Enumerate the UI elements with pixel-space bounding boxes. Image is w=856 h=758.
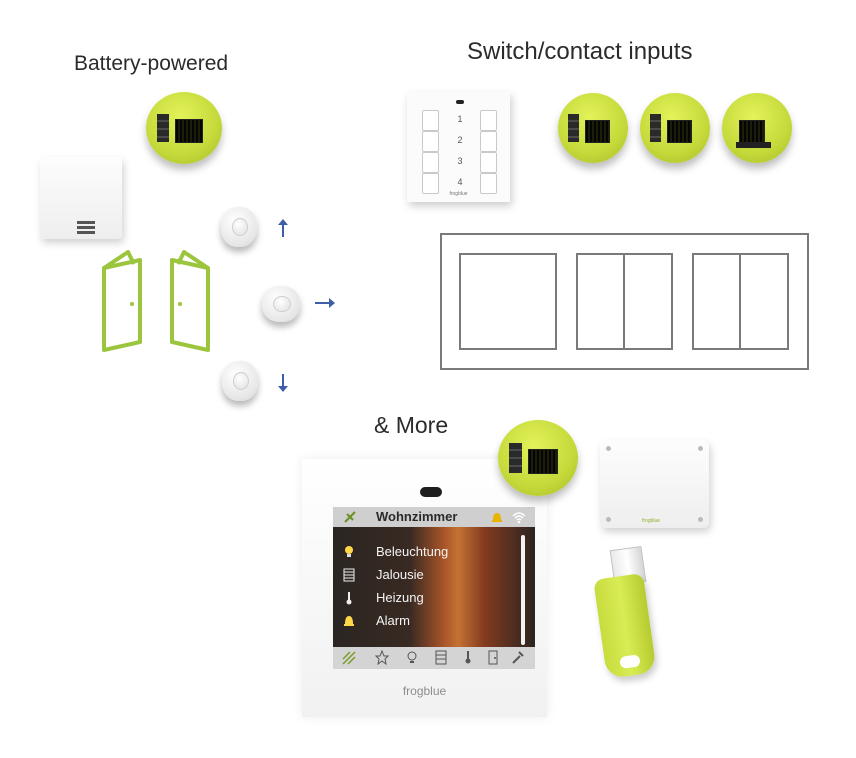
- input-module-1: [558, 93, 628, 163]
- home-icon[interactable]: [342, 650, 356, 665]
- bell-icon: [344, 616, 354, 626]
- screen-title: Wohnzimmer: [376, 509, 458, 524]
- switch-panel: 1 2 3 4 frogblue: [407, 92, 510, 202]
- blind-icon[interactable]: [434, 650, 448, 665]
- screen-scrollbar[interactable]: [521, 535, 525, 645]
- frog-icon: [344, 511, 356, 523]
- switch-number-3: 3: [457, 156, 463, 166]
- switch-frame-single: [459, 253, 557, 350]
- menu-item-heating[interactable]: Heizung: [333, 588, 535, 610]
- wifi-icon: [512, 512, 526, 524]
- input-module-3: [722, 93, 792, 163]
- lamp-icon[interactable]: [405, 650, 419, 665]
- touch-panel-brand: frogblue: [402, 684, 447, 698]
- wrench-icon[interactable]: [511, 650, 525, 665]
- remote-button-bottom: [222, 361, 258, 401]
- switch-number-2: 2: [457, 135, 463, 145]
- bell-icon: [492, 513, 502, 522]
- arrow-down-icon: [278, 374, 288, 392]
- star-icon[interactable]: [375, 650, 389, 665]
- door-icon[interactable]: [486, 650, 500, 665]
- switch-frame-divider: [623, 253, 625, 350]
- screen-footer: [333, 647, 535, 669]
- switch-inputs-heading: Switch/contact inputs: [467, 38, 693, 65]
- remote-button-top: [221, 207, 257, 247]
- menu-item-blinds[interactable]: Jalousie: [333, 565, 535, 587]
- screen-header: Wohnzimmer: [333, 507, 535, 527]
- switch-frame-divider: [739, 253, 741, 350]
- battery-powered-heading: Battery-powered: [74, 52, 229, 75]
- menu-label: Beleuchtung: [376, 544, 449, 559]
- touch-screen: Wohnzimmer Beleuchtung Jalousie Heizung …: [333, 507, 535, 669]
- menu-label: Alarm: [376, 613, 410, 628]
- more-module: [498, 420, 578, 496]
- arrow-right-icon: [315, 298, 335, 308]
- sensor-box: [40, 157, 122, 239]
- arrow-up-icon: [278, 219, 288, 237]
- menu-item-alarm[interactable]: Alarm: [333, 611, 535, 633]
- menu-label: Heizung: [376, 590, 424, 605]
- remote-button-middle: [262, 286, 300, 322]
- switch-number-4: 4: [457, 177, 463, 187]
- door-icon: [102, 250, 210, 352]
- lamp-icon: [345, 546, 353, 557]
- switch-number-1: 1: [457, 114, 463, 124]
- menu-label: Jalousie: [376, 567, 424, 582]
- usb-stick: [593, 573, 657, 679]
- switch-frame-outer: [440, 233, 809, 370]
- switch-panel-brand: frogblue: [449, 191, 468, 197]
- blind-icon: [343, 568, 355, 582]
- battery-module: [146, 92, 222, 164]
- thermometer-icon: [346, 592, 352, 605]
- small-box: frogblue: [600, 440, 709, 528]
- input-module-2: [640, 93, 710, 163]
- small-box-brand: frogblue: [642, 518, 661, 524]
- more-heading: & More: [374, 412, 449, 438]
- menu-item-lighting[interactable]: Beleuchtung: [333, 542, 535, 564]
- thermometer-icon[interactable]: [461, 650, 475, 665]
